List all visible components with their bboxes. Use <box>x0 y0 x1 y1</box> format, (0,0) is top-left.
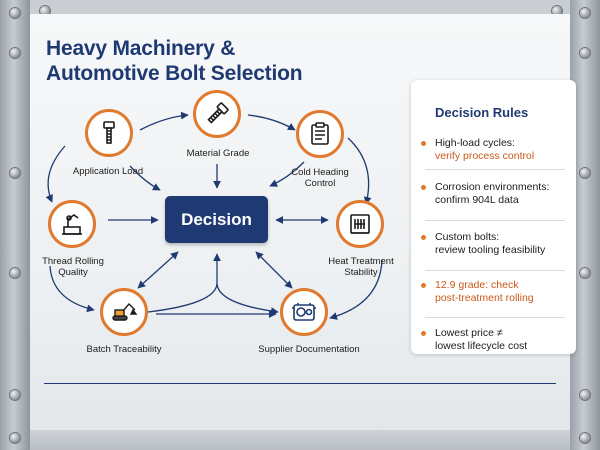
main-panel: Heavy Machinery & Automotive Bolt Select… <box>30 14 576 430</box>
connector-load-to-material <box>139 111 189 131</box>
rivet-icon <box>580 8 590 18</box>
rivet-icon <box>10 48 20 58</box>
heat-treatment-label: Heat Treatment Stability <box>306 256 416 278</box>
rule-item: 12.9 grade: check post-treatment rolling <box>421 279 571 305</box>
cold-heading-label-line1: Cold Heading <box>291 167 349 178</box>
thread-rolling-label-line2: Quality <box>58 267 88 278</box>
bullet-icon <box>421 141 426 146</box>
thread-rolling-node <box>48 200 96 248</box>
bullet-icon <box>421 185 426 190</box>
thread-rolling-label: Thread Rolling Quality <box>18 256 128 278</box>
supplier-documentation-node <box>280 288 328 336</box>
decision-box: Decision <box>165 196 268 243</box>
material-grade-node <box>193 90 241 138</box>
connector-material-to-cold <box>247 114 296 131</box>
connector-heat-to-supplier <box>329 259 383 320</box>
rolling-machine-icon <box>62 214 82 235</box>
rivet-icon <box>10 8 20 18</box>
connector-load-to-decision <box>129 165 161 191</box>
rivet-icon <box>580 168 590 178</box>
connector-decision-supplier <box>255 251 293 289</box>
rule-item: High-load cycles: verify process control <box>421 137 571 163</box>
connector-cold-to-decision <box>269 161 305 187</box>
clipboard-icon <box>311 122 329 145</box>
heat-treatment-label-line2: Stability <box>344 267 378 278</box>
rule-divider <box>425 270 565 271</box>
thread-rolling-label-line1: Thread Rolling <box>42 256 104 267</box>
supplier-documentation-label: Supplier Documentation <box>258 344 360 355</box>
rivet-icon <box>580 268 590 278</box>
footer-divider-line <box>44 383 556 384</box>
rule-divider <box>425 169 565 170</box>
rivet-icon <box>40 6 50 16</box>
connector-split-right <box>216 283 279 315</box>
material-grade-label: Material Grade <box>186 148 250 159</box>
cold-heading-label: Cold Heading Control <box>265 167 375 189</box>
title-line-1: Heavy Machinery & <box>46 37 236 60</box>
cold-heading-label-line2: Control <box>304 178 336 189</box>
furnace-icon <box>350 214 370 234</box>
rule-divider <box>425 220 565 221</box>
bolt-icon <box>207 102 229 124</box>
rivet-icon <box>10 268 20 278</box>
connector-thread-to-batch <box>49 265 95 313</box>
page-title: Heavy Machinery & Automotive Bolt Select… <box>46 36 303 86</box>
connector-decision-batch <box>137 251 179 289</box>
excavator-icon <box>112 302 138 321</box>
bottom-metal-strip <box>30 430 570 450</box>
connector-load-to-thread <box>45 145 66 203</box>
decision-rules-title: Decision Rules <box>435 105 529 120</box>
application-load-node <box>85 109 133 157</box>
title-line-2: Automotive Bolt Selection <box>46 62 303 85</box>
rivet-icon <box>552 6 562 16</box>
heat-treatment-label-line1: Heat Treatment <box>328 256 394 267</box>
rule-item: Custom bolts: review tooling feasibility <box>421 231 571 257</box>
rule-item: Lowest price ≠ lowest lifecycle cost <box>421 327 571 353</box>
rule-divider <box>425 317 565 318</box>
application-load-label: Application Load <box>72 166 144 177</box>
bullet-icon <box>421 283 426 288</box>
bolt-icon <box>103 121 115 144</box>
flow-connectors <box>45 111 383 320</box>
decision-rules-card: Decision Rules High-load cycles: verify … <box>411 80 576 354</box>
cold-heading-node <box>296 110 344 158</box>
connector-split-left <box>147 269 218 313</box>
left-metal-rail <box>0 0 30 450</box>
bullet-icon <box>421 235 426 240</box>
heat-treatment-node <box>336 200 384 248</box>
rivet-icon <box>580 433 590 443</box>
rivet-icon <box>10 433 20 443</box>
rivet-icon <box>10 168 20 178</box>
batch-traceability-node <box>100 288 148 336</box>
rivet-icon <box>580 48 590 58</box>
bullet-icon <box>421 331 426 336</box>
rivet-icon <box>10 390 20 400</box>
gearbox-icon <box>292 303 316 321</box>
rivet-icon <box>580 390 590 400</box>
connector-cold-to-heat <box>347 137 372 205</box>
batch-traceability-label: Batch Traceability <box>86 344 162 355</box>
rule-item: Corrosion environments: confirm 904L dat… <box>421 181 571 207</box>
